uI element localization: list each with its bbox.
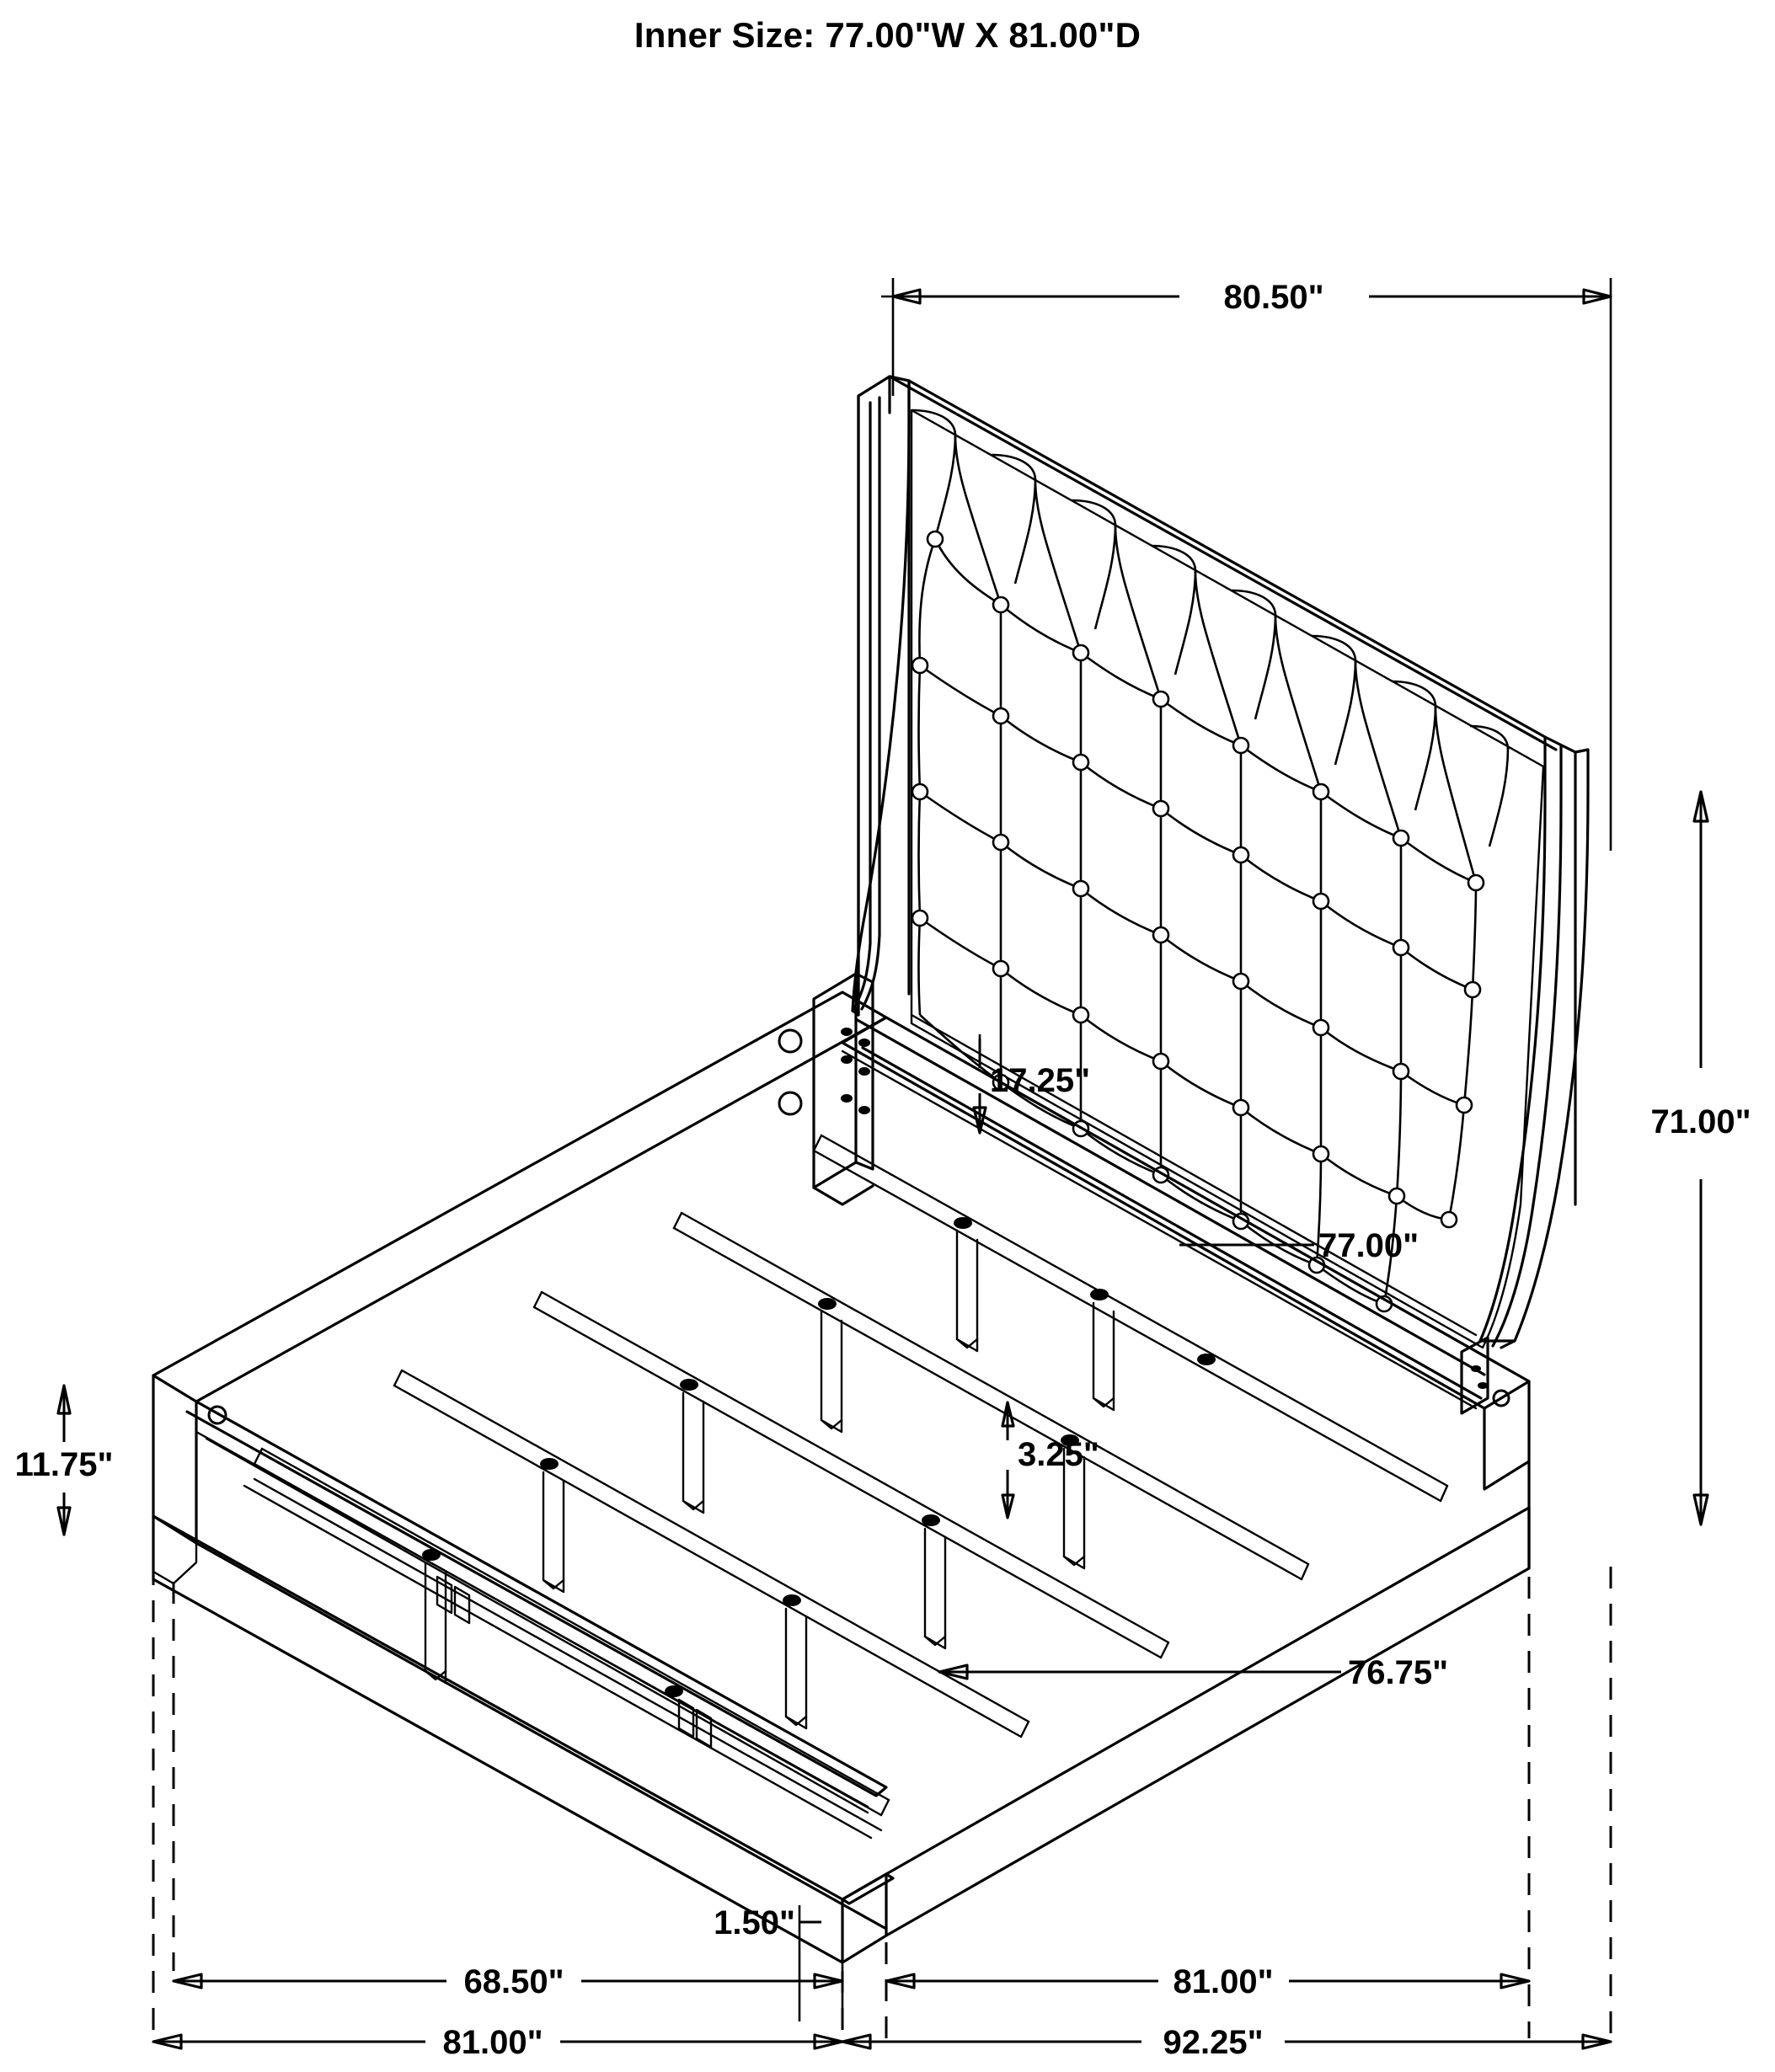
- left-side-rail-face: [152, 1374, 198, 1545]
- rail-notch-a: [436, 1575, 453, 1615]
- dim-92-25: 92.25": [841, 2024, 1612, 2061]
- dim-label-3-25: 3.25": [1018, 1436, 1099, 1473]
- headboard-right-wing-post: [1478, 735, 1590, 1349]
- right-side-rail-face: [1483, 1380, 1531, 1491]
- headboard-bottom-edge-3: [910, 1013, 1478, 1337]
- dim-71-00: 71.00": [1650, 790, 1751, 1526]
- left-leg-block: [152, 1514, 198, 1585]
- bed-frame-base: [152, 972, 1531, 1964]
- rail-notch-d: [695, 1708, 713, 1749]
- dim-3-25: 3.25": [1001, 1401, 1099, 1519]
- inner-ledger-right: [841, 1049, 1478, 1410]
- headboard-panel-outline: [910, 409, 1545, 1349]
- dim-label-81-00-right: 81.00": [1173, 1963, 1273, 2000]
- page-title: Inner Size: 77.00"W X 81.00"D: [634, 15, 1141, 55]
- headboard-top-edge-inner: [907, 379, 1547, 739]
- headboard-top-edge: [888, 375, 1558, 751]
- rail-notch-b: [453, 1585, 471, 1625]
- dim-1-50: 1.50": [714, 1904, 844, 2021]
- headboard-bottom-edge-2: [861, 1046, 1483, 1400]
- right-rail-outer-face: [885, 1506, 1531, 1937]
- dim-80-50: 80.50": [881, 278, 1612, 851]
- foot-corner-block: [841, 1872, 895, 1905]
- foot-rail-top: [185, 1400, 888, 1797]
- dim-label-92-25: 92.25": [1163, 2024, 1263, 2061]
- dim-label-68-50: 68.50": [463, 1963, 564, 2000]
- dim-17-25: 17.25": [972, 1034, 1090, 1135]
- headboard-mounting-bracket: [778, 972, 874, 1206]
- dim-68-50: 68.50": [172, 1963, 844, 2000]
- headboard-bottom-edge: [854, 1017, 1486, 1376]
- dim-76-75: 76.75": [938, 1654, 1448, 1691]
- dim-81-00-left: 81.00": [152, 2024, 844, 2061]
- dim-11-75: 11.75": [15, 1384, 114, 1536]
- dim-77-00: 77.00": [1179, 1227, 1419, 1264]
- tufting-pattern: [911, 409, 1510, 1313]
- dim-label-80-50: 80.50": [1223, 279, 1323, 316]
- foot-rail-inner-top: [195, 1541, 888, 1930]
- bottom-extension-lines: [152, 1526, 1612, 2038]
- inner-ledger-left-2: [205, 1437, 869, 1814]
- dim-label-71-00: 71.00": [1650, 1103, 1751, 1140]
- headboard-assembly: [851, 375, 1590, 1400]
- dim-label-81-00-left: 81.00": [442, 2024, 543, 2061]
- dim-label-1-50: 1.50": [714, 1904, 795, 1941]
- dim-label-17-25: 17.25": [990, 1062, 1090, 1099]
- dim-label-77-00: 77.00": [1318, 1227, 1419, 1264]
- dim-81-00-right: 81.00": [885, 1963, 1531, 2000]
- right-mounting-bracket: [1460, 1336, 1489, 1415]
- dim-label-76-75: 76.75": [1348, 1654, 1448, 1691]
- left-side-rail-top: [152, 991, 888, 1403]
- rail-notch-c: [677, 1698, 695, 1738]
- headboard-left-wing-post: [851, 375, 911, 1017]
- dim-label-11-75: 11.75": [15, 1446, 114, 1483]
- support-slats: [243, 1134, 1449, 1840]
